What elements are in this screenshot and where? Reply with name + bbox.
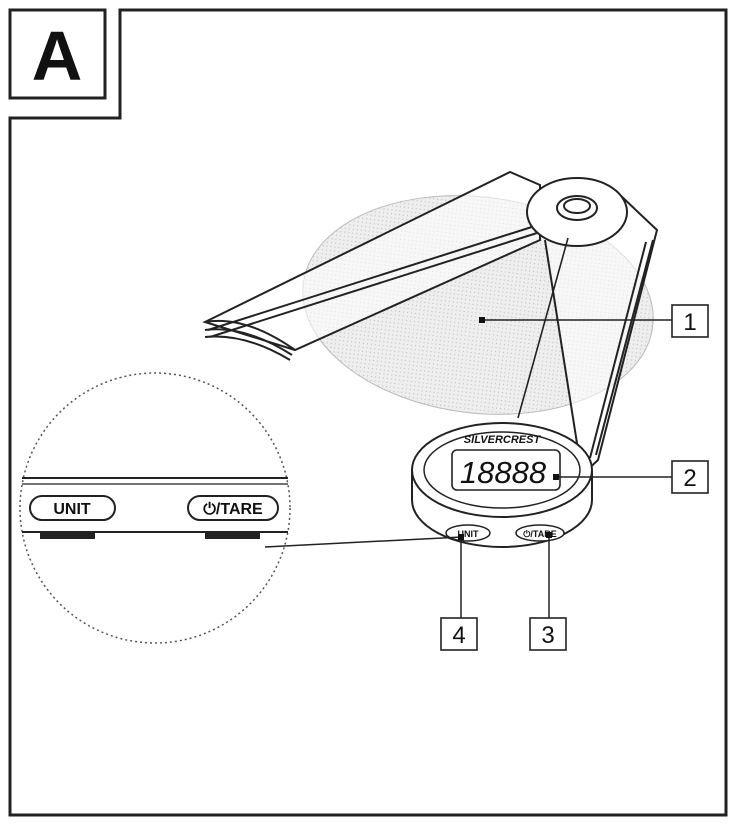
unit-button-small-label: UNIT (458, 529, 479, 539)
frame-border (8, 8, 728, 817)
tare-button-large (187, 495, 279, 521)
lcd-screen (451, 449, 561, 491)
tare-button-large-label: ⏻/TARE (203, 501, 263, 518)
unit-button-large (29, 495, 116, 521)
svg-text:3: 3 (541, 622, 554, 649)
leader-detail (264, 536, 463, 548)
leader-lines (264, 319, 672, 618)
brand-logo: SILVERCREST (464, 434, 542, 446)
tare-button-small-label: ⏻/TARE (523, 529, 556, 539)
panel-label-box (8, 8, 107, 100)
right-arm (544, 194, 659, 478)
callout-1: 1 (671, 304, 709, 338)
lcd-digits: 18888 (460, 455, 547, 490)
svg-text:1: 1 (683, 309, 696, 336)
callout-2: 2 (671, 460, 709, 494)
detail-magnifier: UNIT ⏻/TARE (19, 372, 291, 644)
svg-text:2: 2 (683, 465, 696, 492)
hinge (526, 177, 628, 247)
callout-4: 4 (440, 617, 478, 651)
unit-button-large-label: UNIT (53, 501, 91, 518)
hinge-to-display-line (517, 237, 569, 419)
callout-3: 3 (529, 617, 567, 651)
panel-label: A (32, 17, 83, 95)
svg-text:4: 4 (452, 622, 465, 649)
